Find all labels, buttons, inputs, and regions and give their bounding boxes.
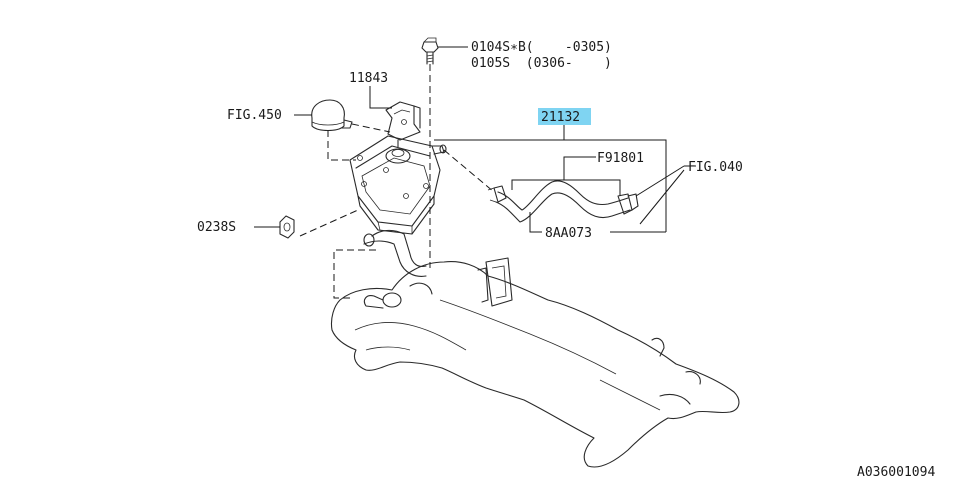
filler-cap [311, 99, 353, 132]
bolt-0104s [421, 37, 439, 65]
nut-0238s [279, 215, 295, 239]
label-bracket: 11843 [349, 71, 388, 86]
label-clamp: F91801 [597, 151, 644, 166]
diagram-id: A036001094 [857, 465, 935, 480]
bracket-11843 [385, 101, 421, 141]
breather-hose [487, 180, 639, 223]
intake-manifold [330, 257, 740, 468]
label-nut: 0238S [197, 220, 236, 235]
label-bolt-b: 0105S (0306- ) [471, 56, 612, 71]
leader-lines [254, 46, 696, 233]
label-cap-ref: FIG.450 [227, 108, 282, 123]
label-hose-assembly[interactable]: 21132 [541, 110, 580, 125]
oil-separator-tank [349, 135, 447, 235]
label-fig-ref: FIG.040 [688, 160, 743, 175]
label-hose: 8AA073 [545, 226, 592, 241]
assembly-dash-lines [299, 64, 495, 299]
highlight-box [538, 108, 591, 125]
label-bolt-a: 0104S∗B( -0305) [471, 40, 612, 55]
breather-pipe [363, 229, 427, 277]
part-labels: 0104S∗B( -0305) 0105S (0306- ) 11843 FIG… [197, 40, 935, 480]
